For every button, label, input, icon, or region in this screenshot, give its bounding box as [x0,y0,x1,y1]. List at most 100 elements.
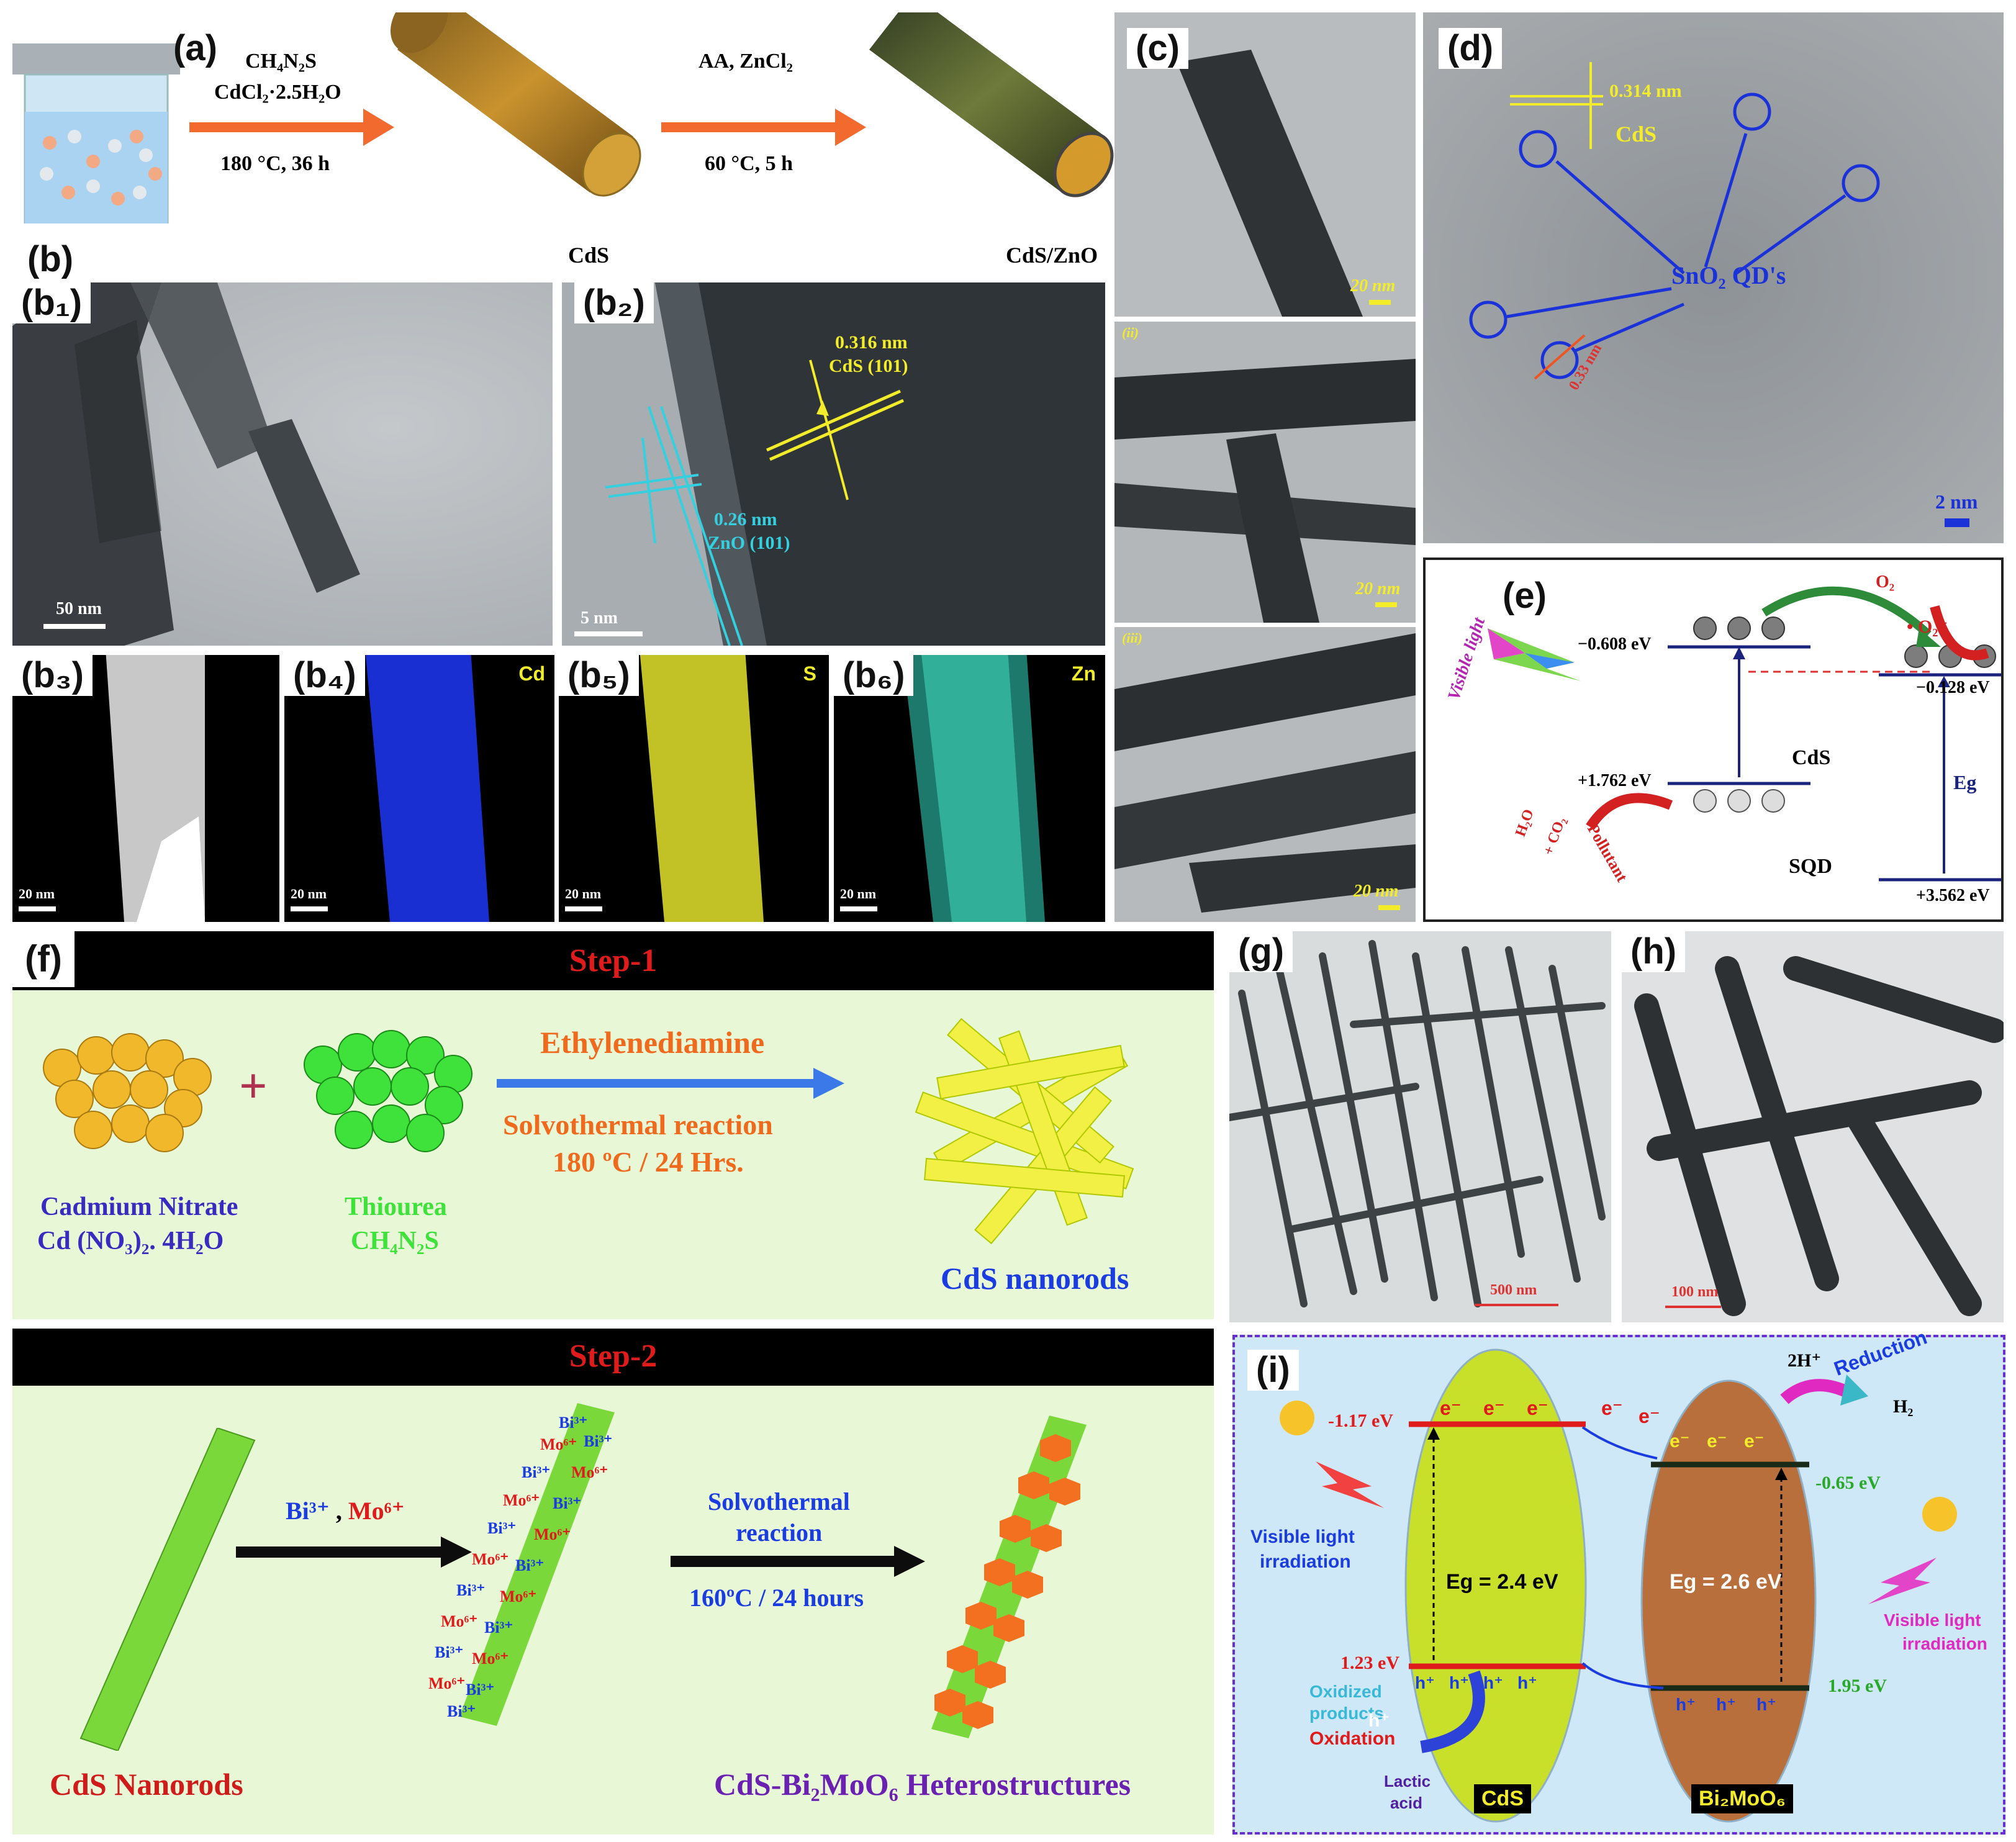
band-diagram-i: (i) -1.17 eV 1.23 eV -0.65 eV 1.95 eV Eg… [1232,1325,2005,1835]
sub-label-c3: (iii) [1122,630,1142,646]
cadmium-nitrate-formula: Cd (NO₃)₂. 4H₂O [37,1227,224,1255]
cds-plane-label: CdS (101) [829,356,908,376]
panel-letter-c: (c) [1127,28,1188,69]
nanorods-c3-image [1114,633,1416,913]
svg-text:Bi³⁺: Bi³⁺ [553,1494,581,1512]
protons-label: 2H⁺ [1788,1350,1822,1371]
tem-image-c3: (iii) 20 nm [1114,627,1416,922]
electron-label: e⁻ [1527,1397,1548,1419]
cds-label-e: CdS [1792,746,1831,769]
svg-text:Mo⁶⁺: Mo⁶⁺ [540,1435,577,1453]
ion-loaded-rod-icon: Bi³⁺Mo⁶⁺Bi³⁺Mo⁶⁺Bi³⁺Mo⁶⁺Bi³⁺Mo⁶⁺Bi³⁺Mo⁶⁺… [428,1403,615,1726]
cds-material-label: CdS [1474,1784,1531,1813]
tem-image-c1: (c) 20 nm [1114,12,1416,317]
step1-banner [12,931,1214,990]
lattice-b2-image [605,282,1105,646]
step1-reagent-1: CH₄N₂S [245,50,317,73]
scale-label-b1: 50 nm [56,599,102,618]
stem-rod-image [106,655,205,922]
hydrogen-label: H₂ [1893,1396,1914,1417]
reaction-label: Solvothermal reaction [503,1109,773,1140]
svg-text:Mo⁶⁺: Mo⁶⁺ [500,1587,536,1605]
panel-letter-f: (f) [12,931,75,987]
visible-light-right-2: irradiation [1902,1634,1987,1653]
hrtem-image-d: (d) 0.314 nm CdS SnO₂ QD's 0.33 nm 2 nm [1423,12,2004,543]
cds-cb-energy: −0.608 eV [1578,634,1652,654]
hole-label: h⁺ [1676,1695,1696,1714]
cds-vb-energy: +1.762 eV [1578,771,1652,790]
zno-spacing-label: 0.26 nm [714,509,777,530]
tem-image-c2: (ii) 20 nm [1114,322,1416,623]
svg-text:Bi³⁺: Bi³⁺ [466,1681,494,1699]
solvothermal-label-2: reaction [736,1519,823,1546]
o2-label: O₂ [1876,572,1895,592]
svg-text:Bi³⁺: Bi³⁺ [435,1643,463,1661]
panel-letter-b5: (b₅) [559,655,639,696]
scale-bar-b1 [43,624,106,629]
svg-text:Bi³⁺: Bi³⁺ [584,1432,612,1450]
hole-label: h⁺ [1517,1673,1537,1692]
product-nanorods-label: CdS nanorods [941,1261,1129,1296]
oxidation-label: Oxidation [1309,1728,1396,1749]
cadmium-spheres-icon [43,1033,212,1152]
cds-nanorods-bundle-icon [915,1018,1134,1245]
bi-ion-label: Bi³⁺ [286,1497,330,1525]
element-cd-label: Cd [518,662,545,685]
scale-label-b2: 5 nm [581,608,618,628]
scale-bar-b5 [565,906,602,911]
bmo-material-label: Bi₂MoO₆ [1691,1784,1794,1813]
cds-spacing-label: 0.316 nm [835,332,908,353]
step1-reaction-arrow-icon [497,1068,844,1099]
cds-lattice-spacing: 0.314 nm [1609,81,1682,101]
lactic-label-2: acid [1390,1794,1423,1812]
panel-letter-a: (a) [173,28,217,68]
scale-bar-c1 [1369,300,1391,305]
sqd-cb-energy: −0.128 eV [1916,678,1990,697]
sub-label-c2: (ii) [1122,325,1139,340]
nanorods-h-image [1634,956,2004,1316]
panel-letter-e: (e) [1494,576,1555,616]
svg-text:Mo⁶⁺: Mo⁶⁺ [503,1491,540,1509]
svg-text:Mo⁶⁺: Mo⁶⁺ [472,1550,509,1568]
reagent-label: Ethylenediamine [540,1025,765,1060]
hole-label: h⁺ [1756,1695,1776,1714]
electron-label: e⁻ [1744,1431,1765,1451]
cds-cb-energy-i: -1.17 eV [1328,1411,1393,1431]
cadmium-nitrate-name: Cadmium Nitrate [40,1193,238,1221]
electron-label: e⁻ [1707,1431,1727,1451]
eds-map-s: (b₅) S 20 nm [559,655,829,922]
cds-lattice-label: CdS [1616,122,1657,147]
panel-letter-b6: (b₆) [834,655,914,696]
visible-light-left-1: Visible light [1250,1527,1355,1547]
electron-label: e⁻ [1440,1397,1462,1419]
nanorods-c2-image [1114,359,1416,623]
stem-image-b3: (b₃) 20 nm [12,655,279,922]
scale-label-b4: 20 nm [291,886,327,901]
step2-label: Step-2 [569,1339,658,1374]
step2-reagent: AA, ZnCl₂ [698,50,793,73]
band-diagram-i-drawing [1280,1348,1957,1823]
electron-label: e⁻ [1483,1397,1505,1419]
svg-text:Mo⁶⁺: Mo⁶⁺ [428,1674,465,1692]
thiourea-spheres-icon [304,1030,472,1152]
band-diagram-e: (e) Visible light −0.608 eV +1.762 eV Cd… [1423,558,2004,922]
step1-conditions: 180 °C, 36 h [220,152,330,175]
oxidized-label-1: Oxidized [1309,1682,1382,1701]
solvothermal-conditions: 160ºC / 24 hours [689,1584,864,1612]
s-map-rod-image [640,655,764,922]
bmo-cb-energy: -0.65 eV [1815,1473,1881,1493]
element-s-label: S [803,662,816,685]
scale-label-b6: 20 nm [840,886,877,901]
panel-letter-b4: (b₄) [284,655,365,696]
ion-separator: , [329,1497,348,1525]
scale-label-g: 500 nm [1490,1282,1537,1298]
hole-label: h⁺ [1415,1673,1435,1692]
svg-text:Mo⁶⁺: Mo⁶⁺ [571,1463,608,1481]
scale-label-c1: 20 nm [1350,276,1396,296]
step2-banner [12,1329,1214,1386]
svg-text:Bi³⁺: Bi³⁺ [456,1581,485,1599]
svg-text:Bi³⁺: Bi³⁺ [447,1702,476,1720]
thiourea-name: Thiourea [345,1193,447,1221]
visible-light-right-1: Visible light [1884,1610,1981,1630]
step2-arrow-1-icon [236,1537,472,1568]
